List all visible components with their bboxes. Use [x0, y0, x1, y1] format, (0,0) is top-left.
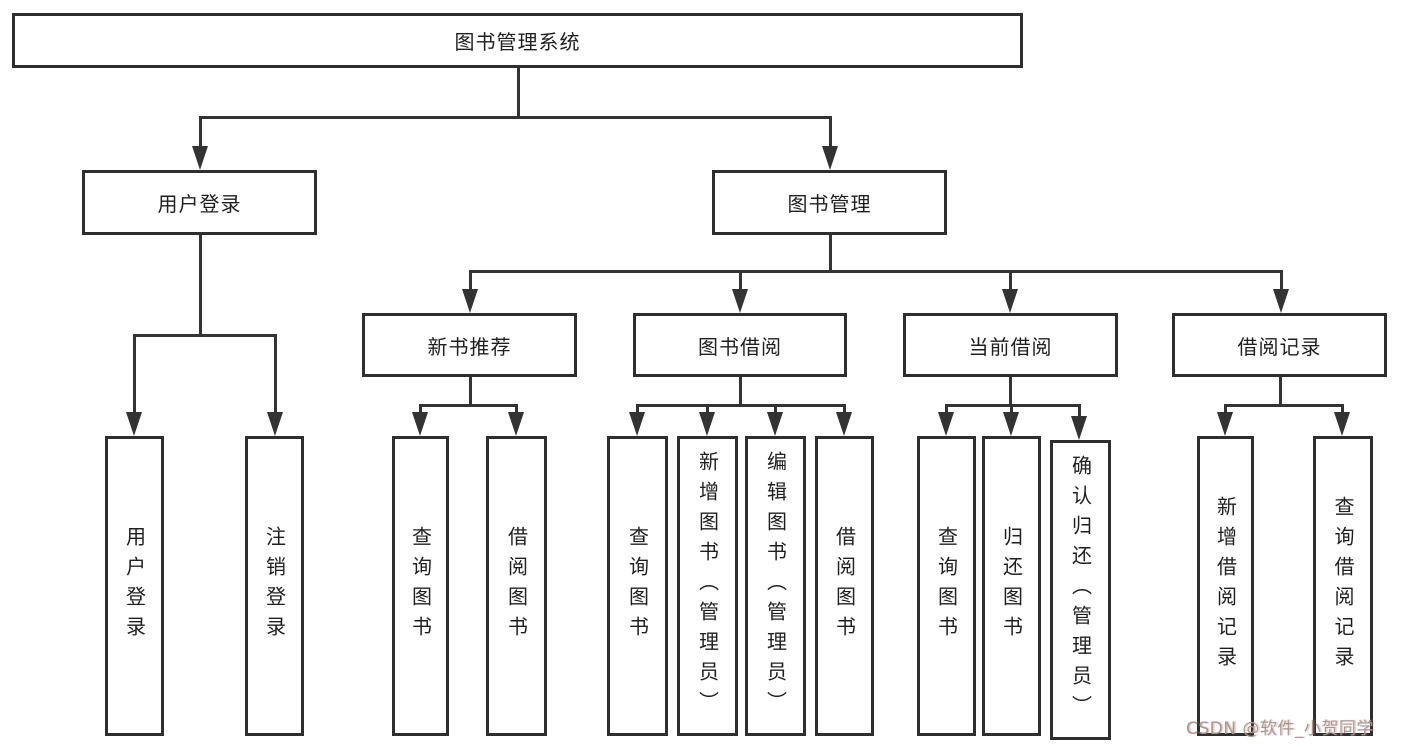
- arrow-down-icon: [836, 412, 852, 436]
- leaf-borrow-books-recommend: 借阅图书: [486, 436, 547, 736]
- connector-line: [1224, 404, 1227, 416]
- node-label: 查询图书: [625, 526, 650, 646]
- node-label: 借阅图书: [832, 526, 857, 646]
- arrow-down-icon: [192, 146, 208, 170]
- node-label: 图书管理: [787, 192, 872, 216]
- connector-line: [199, 116, 202, 150]
- connector-line: [469, 375, 472, 407]
- node-label: 查询借阅记录: [1331, 496, 1355, 676]
- connector-line: [1279, 375, 1282, 407]
- leaf-logout: 注销登录: [245, 436, 304, 736]
- connector-line: [419, 404, 422, 416]
- arrow-down-icon: [699, 412, 715, 436]
- arrow-down-icon: [938, 412, 954, 436]
- node-label: 新增图书（管理员）: [695, 451, 720, 721]
- node-label: 新书推荐: [427, 334, 512, 359]
- node-label: 编辑图书（管理员）: [763, 451, 788, 721]
- arrow-down-icon: [1273, 289, 1289, 313]
- connector-line: [419, 404, 518, 407]
- connector-line: [829, 116, 832, 150]
- node-label: 查询图书: [934, 526, 959, 646]
- node-label: 图书管理系统: [454, 30, 581, 54]
- connector-line: [1009, 375, 1012, 407]
- arrow-down-icon: [822, 146, 838, 170]
- node-label: 图书借阅: [698, 334, 782, 359]
- node-root-system: 图书管理系统: [12, 13, 1023, 68]
- arrow-down-icon: [126, 412, 142, 436]
- node-label: 新增借阅记录: [1213, 496, 1238, 676]
- arrow-down-icon: [1071, 416, 1087, 440]
- connector-line: [1009, 270, 1012, 292]
- leaf-add-books-admin: 新增图书（管理员）: [677, 436, 738, 736]
- arrow-down-icon: [732, 289, 748, 313]
- node-label: 当前借阅: [968, 334, 1053, 359]
- connector-line: [199, 233, 202, 337]
- leaf-return-books: 归还图书: [982, 436, 1041, 736]
- connector-line: [517, 68, 520, 118]
- node-label: 借阅记录: [1237, 334, 1322, 359]
- leaf-query-books-borrow: 查询图书: [607, 436, 668, 736]
- node-label: 注销登录: [262, 526, 287, 646]
- node-current-borrow: 当前借阅: [903, 313, 1118, 377]
- node-label: 用户登录: [122, 526, 147, 646]
- node-label: 用户登录: [157, 192, 242, 216]
- node-label: 确认归还（管理员）: [1068, 455, 1093, 725]
- connector-line: [945, 404, 948, 416]
- connector-line: [199, 116, 832, 119]
- node-book-borrow: 图书借阅: [633, 313, 847, 377]
- connector-line: [1280, 270, 1283, 292]
- node-label: 借阅图书: [504, 526, 529, 646]
- connector-line: [1341, 404, 1344, 416]
- arrow-down-icon: [1217, 412, 1233, 436]
- arrow-down-icon: [508, 412, 524, 436]
- node-user-login: 用户登录: [82, 170, 317, 235]
- connector-line: [133, 334, 136, 416]
- connector-line: [274, 334, 277, 416]
- connector-line: [1224, 404, 1344, 407]
- node-new-book-recommend: 新书推荐: [362, 313, 577, 377]
- connector-line: [829, 233, 832, 273]
- leaf-borrow-books: 借阅图书: [815, 436, 874, 736]
- connector-line: [1078, 404, 1081, 418]
- leaf-query-books-recommend: 查询图书: [392, 436, 449, 736]
- connector-line: [706, 404, 709, 416]
- connector-line: [469, 270, 472, 292]
- arrow-down-icon: [1002, 289, 1018, 313]
- arrow-down-icon: [767, 412, 783, 436]
- connector-line: [133, 334, 277, 337]
- connector-line: [774, 404, 777, 416]
- arrow-down-icon: [1003, 412, 1019, 436]
- connector-line: [739, 375, 742, 407]
- arrow-down-icon: [462, 289, 478, 313]
- leaf-add-borrow-record: 新增借阅记录: [1197, 436, 1254, 736]
- node-label: 查询图书: [408, 526, 433, 646]
- connector-line: [636, 404, 846, 407]
- leaf-confirm-return-admin: 确认归还（管理员）: [1050, 440, 1111, 740]
- arrow-down-icon: [412, 412, 428, 436]
- leaf-edit-books-admin: 编辑图书（管理员）: [745, 436, 806, 736]
- connector-line: [843, 404, 846, 416]
- leaf-query-borrow-record: 查询借阅记录: [1313, 436, 1373, 736]
- arrow-down-icon: [629, 412, 645, 436]
- node-book-management: 图书管理: [712, 170, 947, 235]
- leaf-query-books-current: 查询图书: [917, 436, 976, 736]
- node-borrow-records: 借阅记录: [1172, 313, 1387, 377]
- connector-line: [636, 404, 639, 416]
- arrow-down-icon: [267, 412, 283, 436]
- arrow-down-icon: [1334, 412, 1350, 436]
- node-label: 归还图书: [999, 526, 1024, 646]
- connector-line: [945, 404, 1081, 407]
- leaf-user-login: 用户登录: [105, 436, 164, 736]
- connector-line: [739, 270, 742, 292]
- connector-line: [1010, 404, 1013, 416]
- csdn-watermark: CSDN @软件_小贺同学: [1186, 719, 1374, 739]
- connector-line: [515, 404, 518, 416]
- connector-line: [469, 270, 1283, 273]
